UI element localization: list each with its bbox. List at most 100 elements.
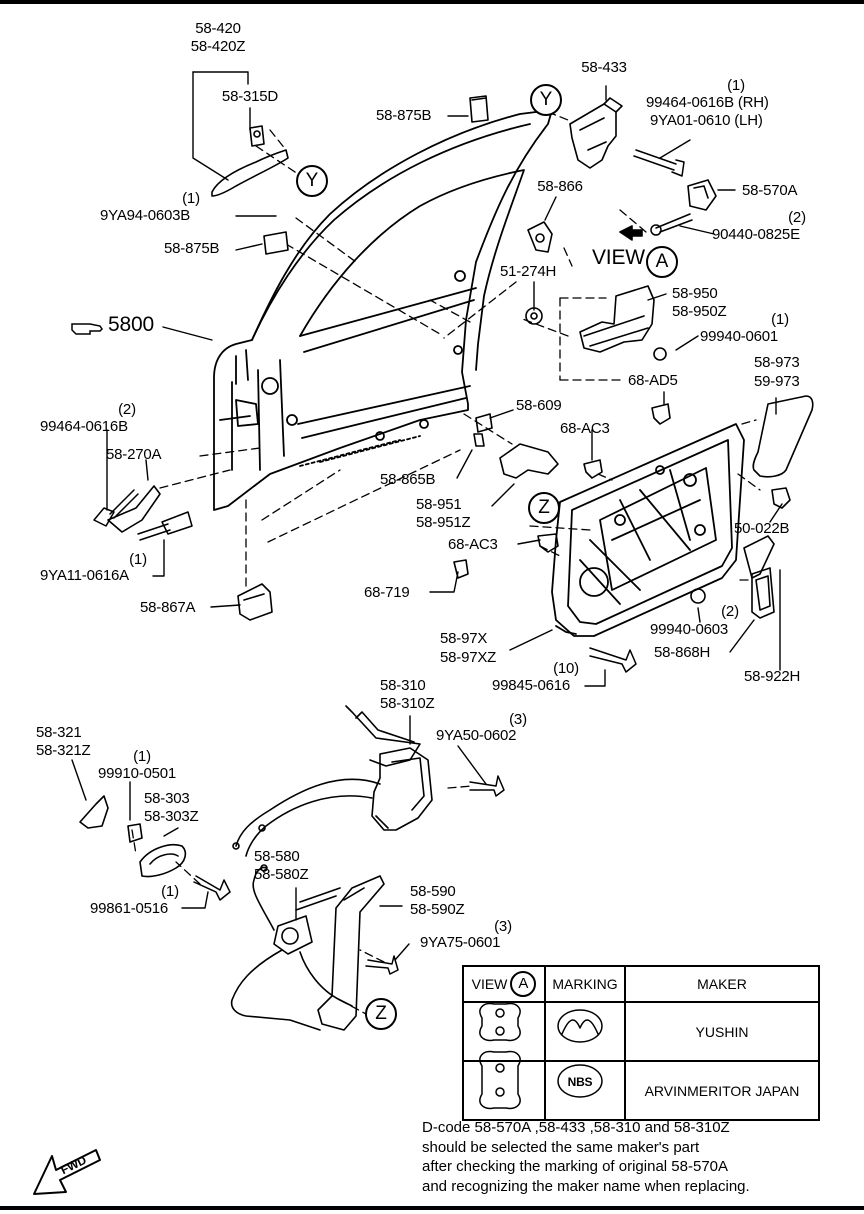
part-label: 90440-0825E [712, 226, 800, 243]
part-label: 99861-0516 [90, 900, 169, 917]
maker-cell: ARVINMERITOR JAPAN [624, 1060, 820, 1121]
part-label: 68-AD5 [628, 372, 678, 389]
part-label: 9YA11-0616A [40, 567, 129, 584]
bracket-58-433 [569, 97, 623, 169]
bolts [93, 149, 693, 975]
part-label: VIEW [592, 246, 645, 269]
part-label: 58-590 [410, 883, 456, 900]
part-58-270A [107, 485, 161, 533]
table-header-view: VIEW A [462, 965, 546, 1003]
part-label: 58-321 [36, 724, 82, 741]
part-label: 58-951 [416, 496, 462, 513]
part-label: 58-590Z [410, 901, 465, 918]
callout-y: Y [530, 84, 562, 116]
part-label: (3) [494, 918, 512, 935]
clip-50-022B [771, 487, 791, 509]
note-line: and recognizing the maker name when repl… [422, 1177, 750, 1195]
part-label: (2) [721, 603, 739, 620]
table-header-marking: MARKING [544, 965, 626, 1003]
replacement-note: D-code 58-570A ,58-433 ,58-310 and 58-31… [422, 1118, 842, 1196]
part-label: 58-950Z [672, 303, 727, 320]
view-header-letter: A [510, 971, 537, 997]
part-label: 9YA94-0603B [100, 207, 191, 224]
part-label: (1) [161, 883, 179, 900]
part-label: 58-951Z [416, 514, 471, 531]
part-label: 58-865B [380, 471, 436, 488]
part-label: 51-274H [500, 263, 557, 280]
inner-handle-58-303 [139, 844, 187, 878]
maker-table: VIEW A MARKING MAKER YUSHIN ARVINMERITOR… [462, 965, 820, 1121]
clip-58-570A [687, 179, 717, 211]
part-58-867A [237, 583, 273, 621]
part-label: 9YA50-0602 [436, 727, 517, 744]
part-label: 58-570A [742, 182, 798, 199]
part-58-866 [527, 221, 553, 253]
part-label: 58-303 [144, 790, 190, 807]
part-label: 58-580 [254, 848, 300, 865]
part-label: (1) [182, 190, 200, 207]
pad-parts [263, 95, 489, 255]
view-arrow-icon [619, 225, 643, 241]
door-module-carrier [551, 423, 745, 637]
clip-68-AC3-a [583, 459, 603, 479]
view-cell [462, 1001, 546, 1062]
part-label: 59-973 [754, 373, 800, 390]
part-label: 99940-0603 [650, 621, 729, 638]
part-label: 58-875B [164, 240, 220, 257]
part-label: (3) [509, 711, 527, 728]
part-label: (2) [788, 209, 806, 226]
table-header-maker: MAKER [624, 965, 820, 1003]
part-58-922H [743, 535, 775, 579]
part-label: 50-022B [734, 520, 790, 537]
view-cell [462, 1060, 546, 1121]
part-label: 58-433 [581, 59, 627, 76]
note-line: after checking the marking of original 5… [422, 1158, 729, 1175]
part-label: 58-420Z [190, 38, 246, 55]
part-label: 68-AC3 [448, 536, 498, 553]
part-label: 58-310Z [380, 695, 435, 712]
part-label: (1) [771, 311, 789, 328]
marking-cell [544, 1060, 626, 1121]
pointing-hand-icon [71, 323, 103, 335]
part-label: (1) [133, 748, 151, 765]
part-58-609 [475, 413, 493, 433]
callout-view-a: A [646, 246, 678, 278]
table-row: YUSHIN [462, 1001, 820, 1062]
outside-handle-part [211, 125, 289, 197]
part-label: 58-97XZ [440, 649, 497, 666]
part-label: 58-950 [672, 285, 718, 302]
bottom-border [0, 1206, 864, 1210]
part-label: 68-719 [364, 584, 410, 601]
part-label: 58-875B [376, 107, 432, 124]
part-label: 58-321Z [36, 742, 91, 759]
fwd-arrow-icon [33, 1149, 101, 1195]
part-label: 58-580Z [254, 866, 309, 883]
window-regulator [230, 864, 385, 1031]
part-label: 99940-0601 [700, 328, 779, 345]
part-58-868H [751, 567, 775, 619]
part-label: 58-97X [440, 630, 488, 647]
note-line: should be selected the same maker's part [422, 1138, 700, 1156]
door-latch-assembly [232, 705, 433, 857]
part-58-321 [79, 795, 109, 829]
nut-51-274H [525, 307, 543, 325]
maker-cell: YUSHIN [624, 1001, 820, 1062]
part-label: (1) [727, 77, 745, 94]
part-label: 58-973 [754, 354, 800, 371]
part-label: 58-315D [221, 88, 279, 105]
note-line: D-code 58-570A ,58-433 ,58-310 and 58-31… [422, 1119, 730, 1136]
part-label: 58-866 [537, 178, 583, 195]
marking-cell [544, 1001, 626, 1062]
part-label: (10) [553, 660, 579, 677]
part-label: 58-609 [516, 397, 562, 414]
part-label: 99464-0616B (RH) [646, 94, 769, 111]
nbs-logo-text: NBS [567, 1075, 593, 1089]
check-part-58-950 [579, 285, 655, 353]
part-label: 58-868H [654, 644, 711, 661]
table-row: ARVINMERITOR JAPAN [462, 1060, 820, 1121]
clip-68-AC3-b [537, 533, 559, 553]
part-label: 58-303Z [144, 808, 199, 825]
view-header-text: VIEW [471, 976, 508, 992]
part-label: 68-AC3 [560, 420, 610, 437]
